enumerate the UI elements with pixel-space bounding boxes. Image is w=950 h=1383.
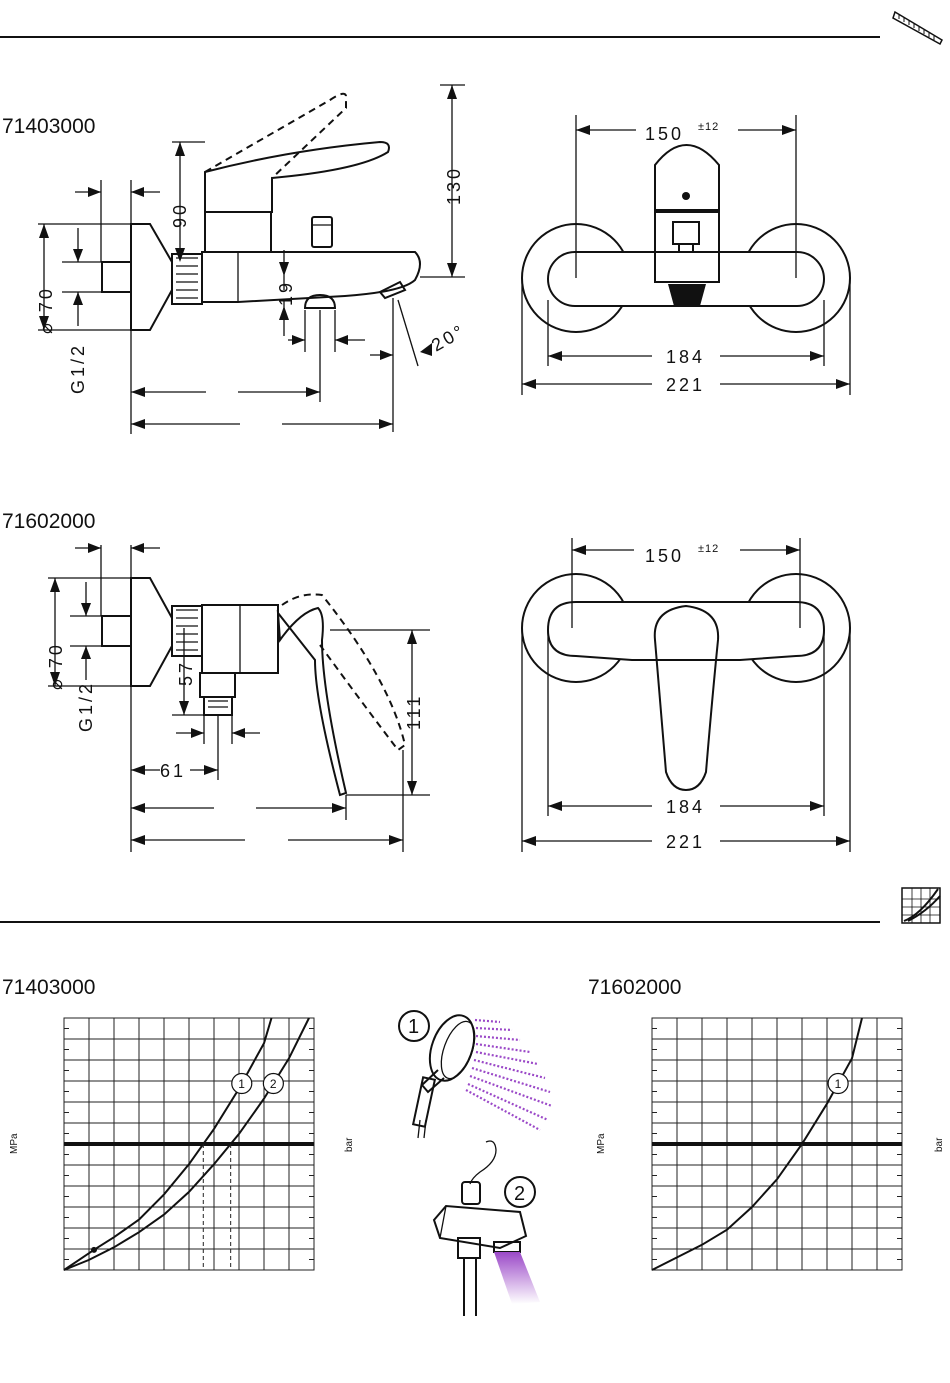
dim-20-degrees: 20° [428, 320, 469, 355]
series-callout-label: 1 [238, 1077, 245, 1091]
bath-spout-illustration: 2 [434, 1141, 540, 1316]
shower-mixer-front-view: 150 ±12 184 221 [522, 538, 850, 852]
dim-150-shower: 150 [645, 546, 684, 566]
dim-111: 111 [404, 694, 424, 730]
dim-diameter-70-shower: ⌀ 70 [46, 642, 66, 690]
flow-diagram-icon [902, 888, 940, 923]
series-callout-label: 1 [835, 1077, 842, 1091]
bath-mixer-front-view: 150 ±12 184 221 [522, 115, 850, 395]
unit-bar-left: bar [344, 1137, 355, 1152]
dim-184-shower: 184 [666, 797, 705, 817]
dim-61: 61 [160, 761, 186, 781]
unit-mpa-left: MPa [9, 1133, 20, 1154]
dim-90: 90 [170, 202, 190, 228]
dim-184: 184 [666, 347, 705, 367]
spray-pattern-icon [466, 1020, 552, 1130]
unit-bar-right: bar [934, 1137, 945, 1152]
model-number-bath-mixer: 71403000 [2, 115, 95, 138]
dim-57: 57 [176, 660, 196, 686]
dim-150-tolerance: ±12 [698, 121, 719, 133]
dim-thread-g12: G1/2 [68, 343, 88, 394]
flow-chart-right: 1 [652, 1018, 902, 1270]
dim-221: 221 [666, 375, 705, 395]
dim-150-tolerance-shower: ±12 [698, 543, 719, 555]
dim-130: 130 [444, 166, 464, 205]
shower-mixer-side-view: ⌀ 70 G1/2 57 111 61 [46, 543, 430, 852]
dimensions-icon [893, 12, 942, 44]
data-point-marker [91, 1247, 97, 1253]
dim-150: 150 [645, 124, 684, 144]
dim-thread-g12-shower: G1/2 [76, 681, 96, 732]
hand-shower-illustration: 1 [399, 1009, 552, 1138]
water-stream-icon [494, 1252, 540, 1304]
unit-mpa-right: MPa [596, 1133, 607, 1154]
chart-title-left: 71403000 [2, 976, 95, 999]
callout-2-label: 2 [514, 1183, 525, 1205]
model-number-shower-mixer: 71602000 [2, 510, 95, 533]
dim-19: 19 [276, 280, 296, 306]
callout-1-label: 1 [408, 1016, 419, 1038]
series-callout-label: 2 [270, 1077, 277, 1091]
bath-mixer-side-view: ⌀ 70 G1/2 90 130 19 20° [36, 85, 469, 434]
dim-diameter-70: ⌀ 70 [36, 286, 56, 334]
chart-title-right: 71602000 [588, 976, 681, 999]
dim-221-shower: 221 [666, 832, 705, 852]
